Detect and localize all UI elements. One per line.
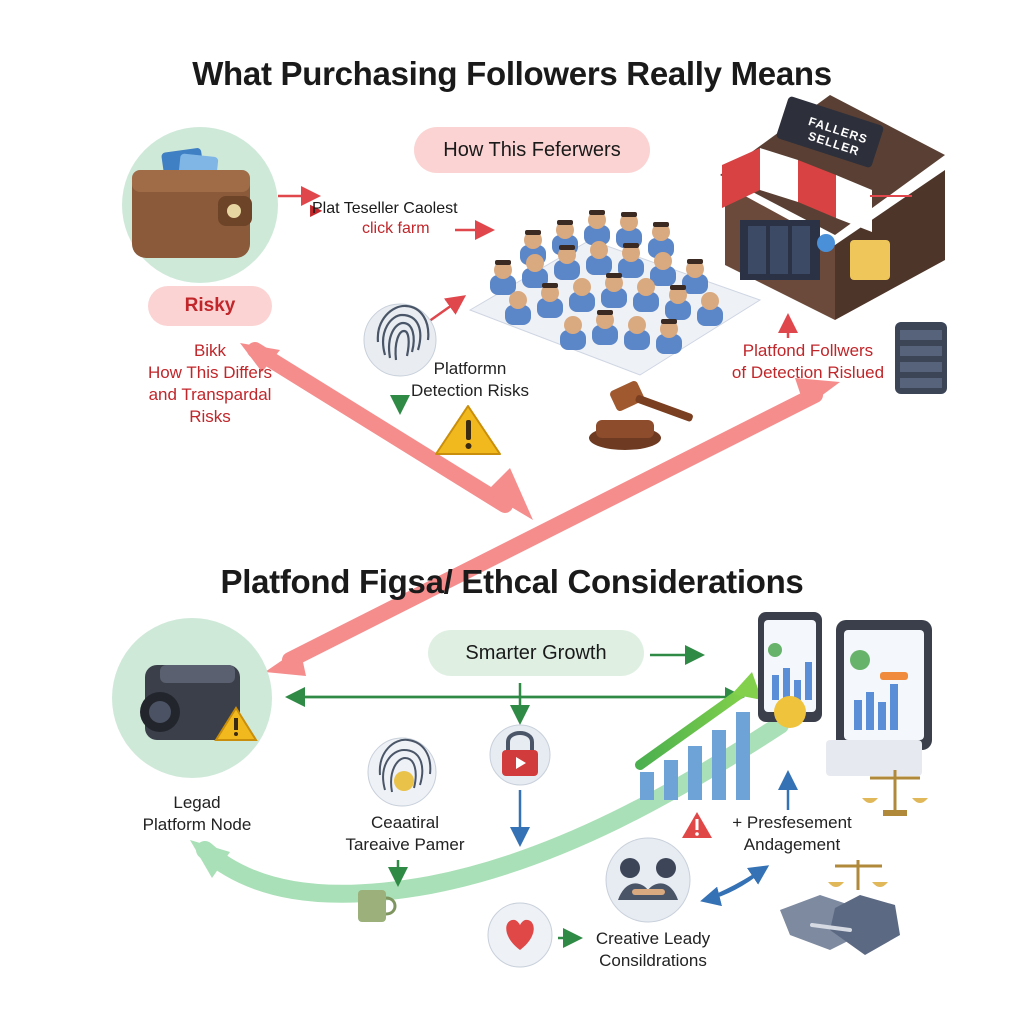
detection-label-line-2: Detection Risks [410, 381, 530, 400]
growth-bars-icon [635, 672, 762, 800]
camera-label: Legad Platform Node [112, 792, 282, 836]
warning-small-icon [682, 812, 712, 838]
pill-how-this: How This Feferwers [414, 127, 650, 173]
analytics-tablet-right-icon [826, 620, 932, 776]
arrow-handshake-right [704, 865, 770, 902]
big-pink-arrow-up [265, 378, 840, 676]
justice-scale-icon [862, 770, 928, 816]
click-farm-crowd-icon [468, 210, 762, 376]
risk-text-block: Bikk How This Differs and Transpardal Ri… [120, 340, 300, 428]
risk-text-line-1: Bikk [193, 341, 227, 360]
engagement-label-line-2: Andagement [743, 835, 841, 854]
label-click-farm: click farm [362, 220, 430, 237]
gavel-icon [589, 381, 693, 450]
shop-awning [722, 148, 872, 232]
arrow-fingerprint-to-crowd [427, 295, 467, 324]
label-plat-prefix: ▶ [310, 202, 323, 219]
wallet-icon [122, 127, 278, 283]
engagement-label: + Presfesement Andagement [712, 812, 872, 856]
heart-circle-icon [487, 902, 553, 968]
risk-text-line-4: Risks [189, 407, 231, 426]
fingerprint-icon [363, 303, 437, 377]
follower-seller-storefront-icon [720, 95, 945, 320]
mug-icon [358, 890, 397, 922]
handshake-icon [780, 895, 900, 955]
risk-text-line-3: and Transpardal [148, 385, 272, 404]
camera-node-icon [112, 618, 272, 778]
detection-label-line-1: Platformn [433, 359, 507, 378]
pill-smarter-growth: Smarter Growth [428, 630, 644, 676]
label-plat-teseller: ▶ [310, 200, 510, 220]
camera-label-line-1: Legad [173, 793, 221, 812]
fingerprint-label-line-2: Tareaive Pamer [345, 835, 465, 854]
pill-risky: Risky [148, 286, 272, 326]
creative-label-line-1: Creative Leady [595, 929, 711, 948]
warning-triangle-icon [435, 405, 501, 455]
fingerprint-badge-icon [367, 737, 437, 807]
big-pink-arrow-down [240, 342, 533, 520]
server-icon [895, 322, 947, 394]
arrow-handshake-left [700, 867, 766, 907]
engagement-label-line-1: + Presfesement [732, 813, 852, 832]
creative-label: Creative Leady Consildrations [578, 928, 728, 972]
storefront-label-line-2: of Detection Rislued [731, 363, 885, 382]
creative-label-line-2: Consildrations [599, 951, 707, 970]
storefront-label-line-1: Platfond Follwers [742, 341, 874, 360]
fingerprint-label: Ceaatiral Tareaive Pamer [330, 812, 480, 856]
storefront-label: Platfond Follwers of Detection Rislued [708, 340, 908, 384]
risk-text-line-2: How This Differs [147, 363, 273, 382]
section-title: Platfond Figsa/ Ethcal Considerations [220, 563, 804, 600]
fingerprint-label-line-1: Ceaatiral [370, 813, 440, 832]
page-title: What Purchasing Followers Really Means [192, 55, 832, 92]
justice-scale-lower-icon [828, 860, 888, 890]
handshake-circle-icon [605, 837, 691, 923]
analytics-tablet-left-icon [758, 612, 822, 728]
detection-label: Platformn Detection Risks [385, 358, 555, 402]
lock-icon [489, 724, 551, 786]
label-plat-teseller-text: Plat Teseller Caolest [312, 200, 458, 217]
camera-label-line-2: Platform Node [142, 815, 252, 834]
